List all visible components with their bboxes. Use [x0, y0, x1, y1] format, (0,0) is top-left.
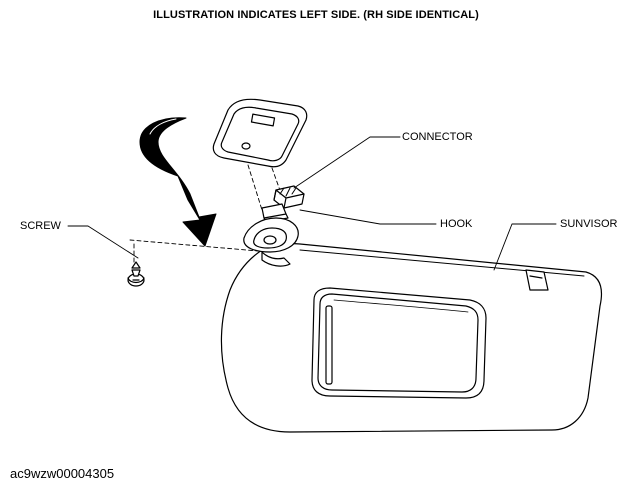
- label-hook: HOOK: [440, 218, 473, 230]
- removal-arrow: [139, 117, 217, 247]
- label-sunvisor: SUNVISOR: [560, 218, 618, 230]
- connector-part: [273, 185, 305, 209]
- mirror-cover-part: [212, 98, 308, 168]
- label-screw: SCREW: [20, 220, 61, 232]
- sunvisor-body: [220, 217, 603, 433]
- leader-lines: [67, 136, 557, 271]
- diagram-title: ILLUSTRATION INDICATES LEFT SIDE. (RH SI…: [153, 9, 479, 21]
- figure-id: ac9wzw00004305: [10, 466, 115, 481]
- screw-part: [127, 261, 145, 287]
- label-connector: CONNECTOR: [402, 131, 473, 143]
